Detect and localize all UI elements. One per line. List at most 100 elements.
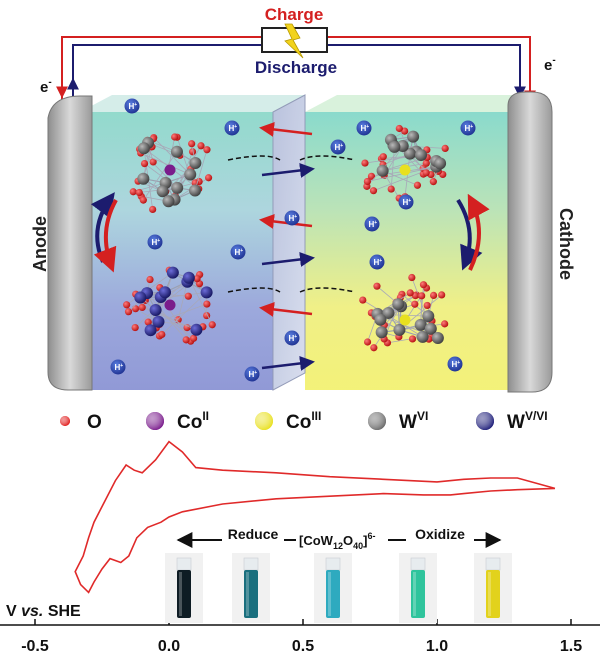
proton-icon: H+ [365,217,380,232]
tungsten-atom [392,298,404,310]
oxygen-atom [438,291,445,298]
oxygen-atom [430,178,437,185]
oxygen-atom [190,335,197,342]
oxygen-atom [139,304,146,311]
proton-icon: H+ [111,360,126,375]
tungsten-atom [134,291,146,303]
proton-icon: H+ [357,121,372,136]
oxygen-atom [370,187,377,194]
catholyte-compartment [305,95,540,390]
oxygen-atom [370,344,377,351]
oxygen-atom [203,300,210,307]
vials [165,553,512,623]
cathode-electrode: Cathode [508,92,576,392]
oxygen-atom [185,293,192,300]
oxygen-atom [423,169,430,176]
vial-panel: Reduce Oxidize [CoW12O40]6- [165,525,512,623]
tungsten-atom [152,316,164,328]
oxygen-atom [441,320,448,327]
legend-item: O [60,412,102,433]
tungsten-atom [393,324,405,336]
oxygen-atom [424,302,431,309]
discharge-label: Discharge [255,58,337,77]
charge-wire-right [327,37,530,100]
oxygen-atom [197,142,204,149]
tungsten-atom [189,157,201,169]
oxygen-atom [442,145,449,152]
x-tick-label: 0.5 [292,638,314,655]
legend-item: CoIII [255,409,321,433]
oxygen-atom [407,289,414,296]
proton-icon: H+ [461,121,476,136]
oxygen-atom [408,274,415,281]
oxygen-atom [359,296,366,303]
legend-label: O [87,412,102,433]
tungsten-atom [150,304,162,316]
discharge-wire-right [327,45,520,100]
tungsten-atom [162,195,174,207]
oxygen-atom [418,292,425,299]
legend-item: WV/VI [476,409,548,433]
x-tick-label: 0.0 [158,638,180,655]
proton-icon: H+ [370,255,385,270]
oxygen-atom [396,125,403,132]
oxygen-atom [388,185,395,192]
oxygen-atom [188,140,195,147]
oxygen-atom [361,159,368,166]
cobalt-atom [165,165,176,176]
oxidize-label: Oxidize [415,526,465,542]
oxygen-atom [140,197,147,204]
oxygen-atom [203,146,210,153]
legend-label: WVI [399,409,428,433]
oxygen-atom [183,336,190,343]
tungsten-atom [377,165,389,177]
x-tick-label: 1.5 [560,638,582,655]
proton-icon: H+ [225,121,240,136]
tungsten-atom [407,131,419,143]
oxygen-atom [158,331,165,338]
oxygen-atom [380,153,387,160]
tungsten-atom [189,185,201,197]
tungsten-atom [171,146,183,158]
proton-icon: H+ [399,195,414,210]
vial [232,553,270,623]
vial [399,553,437,623]
oxygen-atom [136,189,143,196]
electron-label-right: e- [544,55,556,74]
membrane [273,95,305,390]
oxygen-atom [149,206,156,213]
oxygen-atom [364,338,371,345]
cobalt-atom [400,315,411,326]
tungsten-atom [388,141,400,153]
vial [474,553,512,623]
oxygen-atom [414,182,421,189]
oxygen-atom [409,335,416,342]
oxygen-atom [209,321,216,328]
anode-label: Anode [30,216,50,272]
oxygen-atom [430,292,437,299]
oxygen-atom [373,283,380,290]
vial [165,553,203,623]
proton-icon: H+ [148,235,163,250]
oxygen-atom [364,178,371,185]
oxygen-atom [171,133,178,140]
x-tick-label: -0.5 [21,638,49,655]
tungsten-atom [159,286,171,298]
x-axis-label: V vs. SHE [6,603,81,620]
tungsten-atom [171,182,183,194]
charge-label: Charge [265,5,324,24]
tungsten-atom [184,169,196,181]
proton-icon: H+ [231,245,246,260]
proton-icon: H+ [245,367,260,382]
tungsten-atom [183,272,195,284]
oxygen-atom [420,281,427,288]
anode-electrode: Anode [30,96,92,390]
cobalt-atom [165,300,176,311]
tungsten-atom [137,173,149,185]
legend-label: WV/VI [507,409,548,433]
tungsten-atom [167,267,179,279]
proton-icon: H+ [125,99,140,114]
reduce-label: Reduce [228,526,279,542]
oxygen-atom [130,188,137,195]
